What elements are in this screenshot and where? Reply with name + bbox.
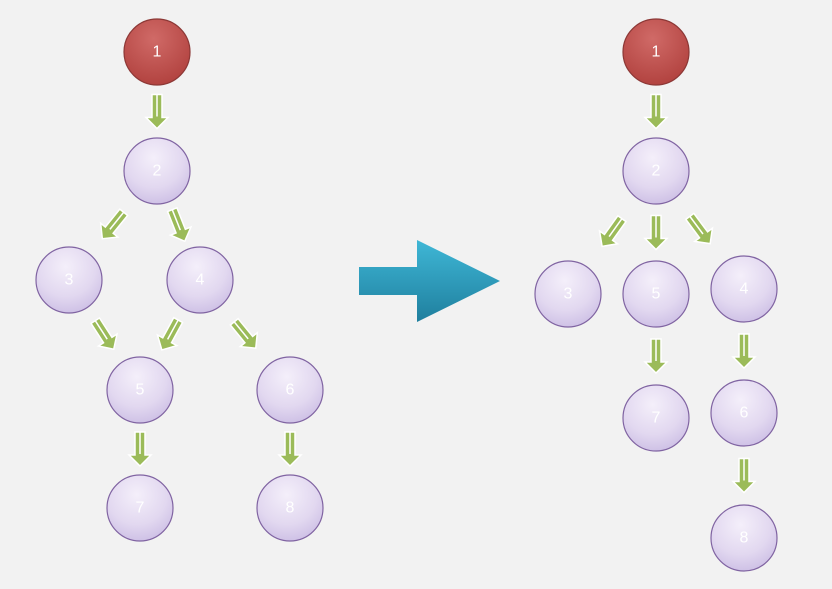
left-node-5: 5: [106, 356, 174, 424]
node-label: 6: [286, 382, 295, 399]
node-label: 1: [153, 44, 162, 61]
right-node-3: 3: [534, 260, 602, 328]
left-edge-arrow-2-to-4: [166, 206, 193, 243]
node-circle: [710, 504, 778, 572]
right-node-1: 1: [622, 18, 690, 86]
node-label: 5: [652, 286, 661, 303]
node-label: 7: [136, 500, 145, 517]
left-edge-arrow-5-to-7: [127, 431, 153, 468]
left-node-8: 8: [256, 474, 324, 542]
node-label: 3: [65, 272, 74, 289]
right-node-5: 5: [622, 260, 690, 328]
node-circle: [106, 474, 174, 542]
node-label: 7: [652, 410, 661, 427]
left-node-6: 6: [256, 356, 324, 424]
right-tree: 1 2 3 5 4 7 6 8: [534, 18, 778, 572]
right-node-6: 6: [710, 379, 778, 447]
right-tree-edges: [598, 93, 757, 494]
node-circle: [106, 356, 174, 424]
right-node-2: 2: [622, 137, 690, 205]
left-edge-arrow-6-to-8: [277, 431, 303, 468]
right-tree-nodes: 1 2 3 5 4 7 6 8: [534, 18, 778, 572]
left-tree-nodes: 1 2 3 4 5 6 7 8: [35, 18, 324, 542]
node-label: 5: [136, 382, 145, 399]
left-node-1: 1: [123, 18, 191, 86]
left-tree: 1 2 3 4 5 6 7 8: [35, 18, 324, 542]
node-label: 1: [652, 44, 661, 61]
right-edge-arrow-4-to-6: [731, 333, 757, 370]
transform-arrow-icon: [359, 240, 500, 322]
node-label: 2: [652, 163, 661, 180]
right-edge-arrow-5-to-7: [643, 338, 669, 375]
right-node-8: 8: [710, 504, 778, 572]
right-edge-arrow-2-to-5: [643, 214, 669, 251]
left-node-4: 4: [166, 246, 234, 314]
left-edge-arrow-4-to-5: [156, 316, 184, 351]
right-edge-arrow-1-to-2: [643, 93, 669, 130]
node-circle: [534, 260, 602, 328]
node-circle: [123, 137, 191, 205]
node-circle: [622, 260, 690, 328]
left-edge-arrow-1-to-2: [144, 93, 170, 130]
left-edge-arrow-3-to-5: [90, 316, 119, 351]
left-tree-edges: [90, 93, 303, 468]
left-node-3: 3: [35, 246, 103, 314]
node-circle: [622, 384, 690, 452]
node-circle: [35, 246, 103, 314]
node-label: 2: [153, 163, 162, 180]
node-label: 8: [286, 500, 295, 517]
root-node-circle: [123, 18, 191, 86]
node-circle: [710, 255, 778, 323]
node-circle: [710, 379, 778, 447]
left-node-2: 2: [123, 137, 191, 205]
node-circle: [256, 474, 324, 542]
node-circle: [166, 246, 234, 314]
right-edge-arrow-6-to-8: [731, 457, 757, 494]
left-edge-arrow-4-to-6: [229, 317, 259, 349]
right-node-4: 4: [710, 255, 778, 323]
node-label: 4: [196, 272, 205, 289]
node-label: 4: [740, 281, 749, 298]
right-edge-arrow-2-to-3: [598, 214, 628, 248]
node-label: 3: [564, 286, 573, 303]
left-edge-arrow-2-to-3: [99, 208, 129, 240]
root-node-circle: [622, 18, 690, 86]
right-node-7: 7: [622, 384, 690, 452]
node-circle: [256, 356, 324, 424]
node-label: 6: [740, 405, 749, 422]
left-node-7: 7: [106, 474, 174, 542]
node-label: 8: [740, 530, 749, 547]
right-edge-arrow-2-to-4: [684, 212, 714, 245]
node-circle: [622, 137, 690, 205]
